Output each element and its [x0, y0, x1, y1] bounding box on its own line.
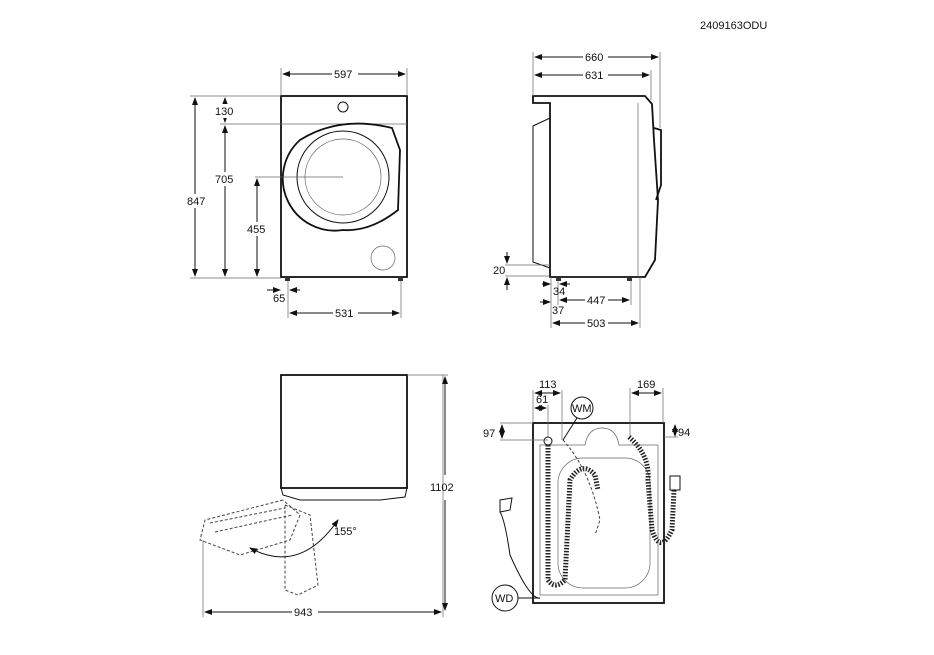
- dim-body-depth: 503: [587, 318, 605, 330]
- filter-cover: [370, 245, 396, 271]
- dim-width: 597: [334, 69, 352, 81]
- dim-total-depth: 660: [585, 52, 603, 64]
- side-body: [532, 95, 659, 278]
- dim-door-opening: 943: [294, 607, 312, 619]
- plug-icon: [499, 497, 513, 513]
- dim-foot-inset: 37: [552, 305, 564, 317]
- dim-foot-to-front: 34: [553, 286, 565, 298]
- dim-drain-height: 97: [483, 428, 495, 440]
- dim-inlet-offset-left: 61: [536, 394, 548, 406]
- dim-drain-offset: 113: [539, 379, 557, 391]
- wm-callout: [570, 396, 594, 420]
- dim-total-height: 847: [187, 196, 205, 208]
- dim-top-panel: 130: [215, 106, 233, 118]
- dim-foot-height: 20: [493, 265, 505, 277]
- power-cable: [499, 511, 541, 599]
- drawing-code: 2409163ODU: [700, 20, 767, 32]
- rear-body: [532, 422, 665, 604]
- dim-inlet-height: 94: [678, 427, 690, 439]
- dim-door-top: 705: [215, 174, 233, 186]
- appliance-body: [280, 95, 408, 278]
- drain-hose: [545, 445, 601, 588]
- rear-view: 113 61 169 97 94 WM WD: [483, 379, 690, 612]
- side-view: 660 631 20 34 37 447 503: [493, 52, 662, 330]
- inlet-hose: [627, 435, 677, 545]
- dim-side-foot-spacing: 447: [587, 295, 605, 307]
- dim-inlet-offset-right: 169: [637, 379, 655, 391]
- dim-foot-offset: 65: [273, 293, 285, 305]
- top-view-body: [280, 374, 408, 489]
- dim-door-center: 455: [247, 224, 265, 236]
- front-view: 597 847 130 705 455 65 531: [186, 66, 408, 320]
- label-wd: WD: [495, 593, 513, 605]
- dim-total-depth-open: 1102: [430, 482, 454, 494]
- program-knob-icon: [337, 101, 349, 113]
- dim-depth-no-door: 631: [585, 70, 603, 82]
- dim-door-angle: 155°: [334, 526, 357, 538]
- dim-foot-spacing: 531: [335, 308, 353, 320]
- label-wm: WM: [572, 403, 592, 415]
- door-open-view: 155° 1102 943: [199, 374, 454, 619]
